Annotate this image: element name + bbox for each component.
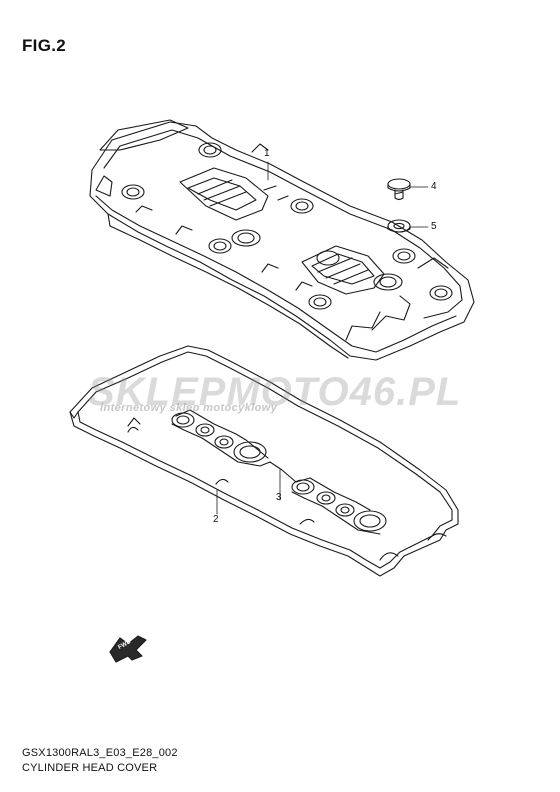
cover-bolt <box>387 178 411 201</box>
model-code: GSX1300RAL3_E03_E28_002 <box>22 747 178 759</box>
bolt-washer <box>387 219 411 233</box>
callout-part-4: 4 <box>431 181 437 192</box>
callout-part-1: 1 <box>264 148 270 159</box>
callout-part-3: 3 <box>276 492 282 503</box>
plug-hole-gaskets <box>171 409 387 535</box>
figure-title: FIG.2 <box>22 36 67 55</box>
cylinder-head-cover <box>89 119 475 361</box>
callout-part-5: 5 <box>431 221 437 232</box>
leader-lines <box>216 161 429 515</box>
cover-gasket <box>69 345 459 577</box>
callout-part-2: 2 <box>213 514 219 525</box>
diagram-caption: CYLINDER HEAD COVER <box>22 762 158 774</box>
forward-arrow-icon <box>109 635 147 663</box>
